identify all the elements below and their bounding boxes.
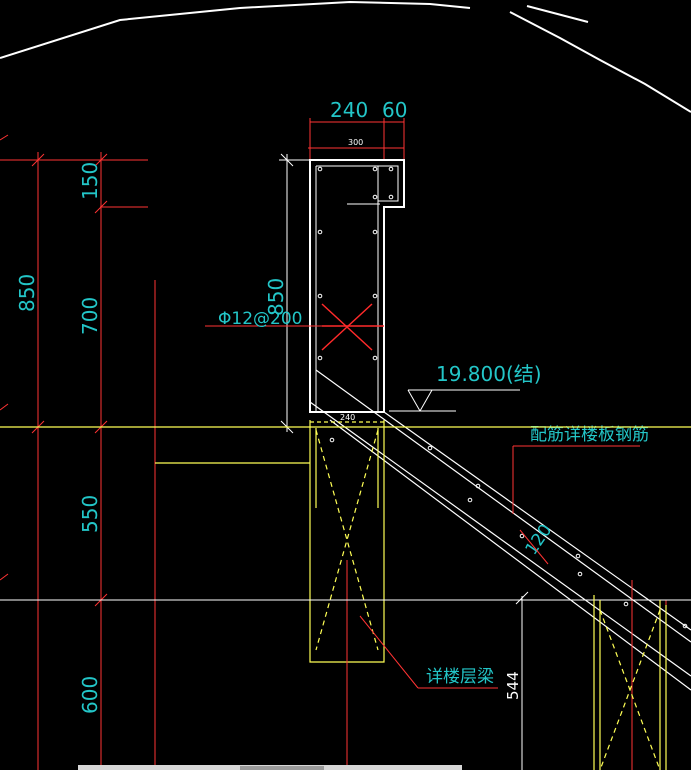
dim-700: 700 [78,297,102,335]
roof-arc-line-right [509,11,691,113]
red-center-lines [346,560,667,770]
dim-544-lines [515,591,529,770]
rebar-cross-mark [321,303,384,351]
beam-note-leader [359,615,498,689]
dim-850-center: 850 [264,278,288,316]
dim-240-top: 240 [330,98,368,122]
top-dimension [308,118,405,160]
slab-note-leader [512,445,640,514]
rebar-spec-label: Φ12@200 [218,309,302,329]
dim-544: 544 [504,671,522,700]
dim-850-left: 850 [15,274,39,312]
dim-300: 300 [348,138,363,147]
elevation-marker [389,389,520,412]
parapet-wall-outline [309,159,405,413]
dim-600: 600 [78,676,102,714]
left-dimension-lines [0,134,156,770]
lower-right-beam [593,595,667,770]
wall-cap-inner [316,165,399,202]
dim-150: 150 [78,162,102,200]
roof-arc-line [0,0,471,59]
roof-arc-short [526,5,589,23]
stair-slab-lines [309,369,691,691]
elevation-label: 19.800(结) [436,362,542,386]
dim-240-mid: 240 [340,413,355,422]
beam-note: 详楼层梁 [426,667,494,687]
dim-60-top: 60 [382,98,407,122]
scrollbar-thumb[interactable] [240,766,324,770]
floor-slab-outline [0,421,691,464]
rebar-dots [317,166,688,629]
dim-120-line [519,529,549,565]
slab-note: 配筋详楼板钢筋 [530,425,649,445]
dim-550: 550 [78,495,102,533]
